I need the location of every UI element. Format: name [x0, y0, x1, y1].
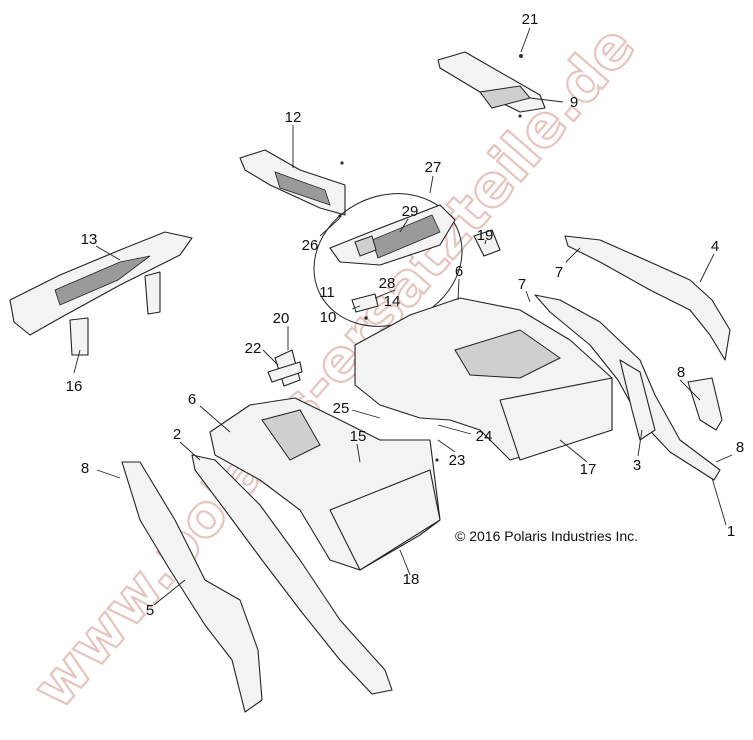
callout-17: 17 [580, 461, 597, 478]
callout-22: 22 [245, 340, 262, 357]
callout-11: 11 [319, 284, 335, 301]
callout-19: 19 [477, 227, 494, 244]
part-18 [209, 397, 441, 571]
callout-8-right-lower: 8 [736, 439, 744, 456]
callout-5: 5 [146, 602, 154, 619]
callout-labels: 21 9 12 27 29 26 13 19 4 7 28 6 7 11 14 … [66, 11, 745, 619]
part-20 [267, 349, 303, 387]
part-5 [121, 461, 263, 713]
callout-28: 28 [379, 275, 396, 292]
callout-27: 27 [425, 159, 442, 176]
callout-8-left: 8 [81, 460, 89, 477]
leader-lines [73, 27, 733, 606]
callout-16: 16 [66, 378, 83, 395]
part-13 [9, 231, 193, 356]
callout-14: 14 [384, 293, 401, 310]
callout-29: 29 [402, 203, 419, 220]
callout-4: 4 [711, 238, 719, 255]
callout-20: 20 [273, 310, 290, 327]
part-1 [534, 294, 721, 481]
callout-25: 25 [333, 400, 350, 417]
callout-18: 18 [403, 571, 420, 588]
callout-9: 9 [570, 94, 578, 111]
callout-7-lower: 7 [518, 276, 526, 293]
part-19 [473, 229, 501, 257]
callout-26: 26 [302, 237, 319, 254]
callout-23: 23 [449, 452, 466, 469]
callout-6-rear: 6 [455, 263, 463, 280]
callout-10: 10 [320, 309, 337, 326]
callout-15: 15 [350, 428, 367, 445]
part-12 [239, 149, 346, 218]
callout-8-right-upper: 8 [677, 364, 685, 381]
part-9 [437, 51, 546, 118]
callout-13: 13 [81, 231, 98, 248]
callout-21: 21 [522, 11, 539, 28]
callout-6-front: 6 [188, 391, 196, 408]
part-2 [191, 454, 393, 695]
part-17 [354, 297, 613, 462]
copyright-text: © 2016 Polaris Industries Inc. [455, 528, 638, 544]
callout-12: 12 [285, 109, 302, 126]
callout-7-upper: 7 [555, 264, 563, 281]
callout-1: 1 [727, 523, 735, 540]
callout-2: 2 [173, 426, 181, 443]
part-27-group [313, 193, 463, 327]
part-4 [564, 235, 731, 431]
callout-24: 24 [476, 428, 493, 445]
callout-3: 3 [633, 457, 641, 474]
